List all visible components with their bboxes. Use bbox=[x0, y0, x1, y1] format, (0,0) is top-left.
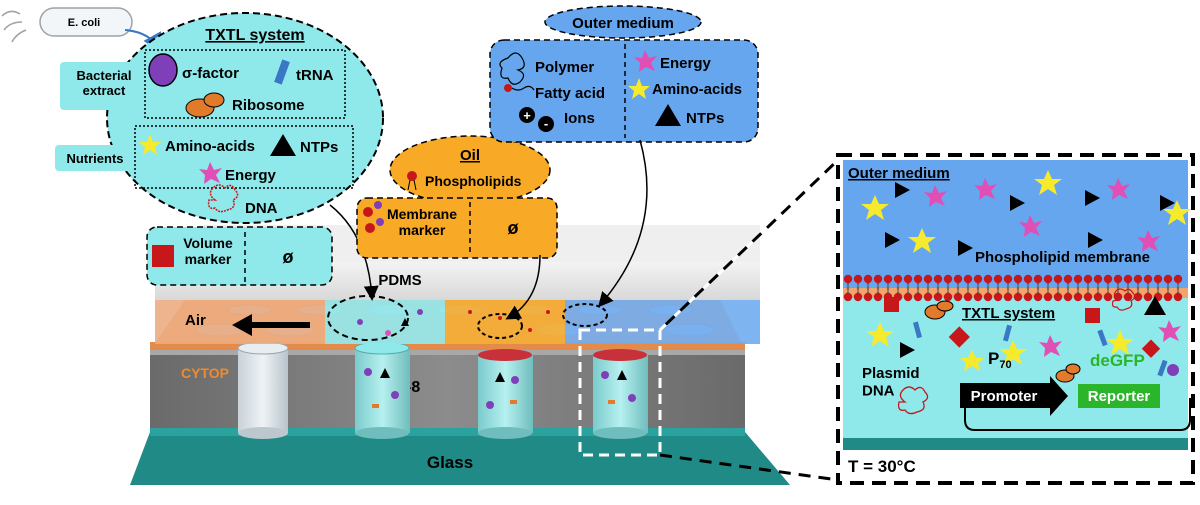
well-cyan-2 bbox=[478, 349, 533, 439]
ntp-triangle-icon bbox=[270, 134, 296, 156]
nutrients-tag: Nutrients bbox=[55, 145, 135, 171]
dna-icon bbox=[207, 184, 239, 213]
zoom-volume-marker-icon bbox=[884, 297, 899, 312]
volume-marker-icon bbox=[152, 245, 174, 267]
zoom-temperature-label: T = 30°C bbox=[848, 457, 916, 476]
nutrients-label: Nutrients bbox=[66, 151, 123, 166]
ions-icon: + - bbox=[519, 107, 554, 132]
zoom-p70-label: P70 bbox=[988, 349, 1012, 371]
air-label: Air bbox=[185, 312, 206, 329]
outer-medium-title-bubble bbox=[544, 5, 702, 39]
svg-text:-: - bbox=[544, 116, 548, 131]
well-cargo bbox=[364, 368, 636, 409]
air-indicator: Air bbox=[185, 312, 310, 336]
zoom-outer-cargo bbox=[861, 170, 1191, 256]
arrow-oil bbox=[505, 254, 541, 320]
txtl-title: TXTL system bbox=[205, 27, 304, 44]
sigma-factor-icon bbox=[148, 53, 178, 87]
zoom-phospholipid-membrane-label: Phospholipid membrane bbox=[975, 249, 1150, 266]
amino-acid-star-icon bbox=[139, 134, 161, 155]
zoom-panel: Outer medium Phospholipid membrane bbox=[836, 153, 1195, 485]
volume-empty-symbol: ø bbox=[283, 247, 294, 267]
outer-energy-label: Energy bbox=[660, 55, 712, 72]
cytop-label: CYTOP bbox=[181, 365, 229, 381]
promoter-label: Promoter bbox=[971, 388, 1038, 405]
fatty-acid-label: Fatty acid bbox=[535, 85, 605, 102]
reporter-label: Reporter bbox=[1088, 388, 1151, 405]
outer-medium-box bbox=[489, 39, 759, 143]
well-cyan-3 bbox=[593, 349, 648, 439]
phospholipids-label: Phospholipids bbox=[425, 173, 522, 189]
outer-amino-acid-icon bbox=[628, 78, 650, 99]
nutrients-box bbox=[134, 125, 354, 189]
outer-medium-title: Outer medium bbox=[572, 15, 674, 32]
pdms-label: PDMS bbox=[378, 272, 421, 289]
reporter-box bbox=[1078, 384, 1160, 408]
zoom-txtl-label: TXTL system bbox=[962, 305, 1055, 322]
zoom-degfp-label: deGFP bbox=[1090, 351, 1145, 370]
zoom-ribosome-2-icon bbox=[1055, 363, 1081, 383]
trna-label: tRNA bbox=[296, 67, 334, 84]
zoom-outer-medium-label: Outer medium bbox=[848, 165, 950, 182]
oil-title: Oil bbox=[460, 147, 480, 164]
ribosome-label: Ribosome bbox=[232, 97, 305, 114]
trna-icon bbox=[274, 59, 290, 85]
fatty-acid-icon bbox=[504, 84, 535, 92]
ecoli-cell: E. coli bbox=[1, 7, 162, 54]
membrane-marker-icon bbox=[363, 201, 384, 233]
ntps-label: NTPs bbox=[300, 139, 338, 156]
sigma-factor-label: σ-factor bbox=[182, 65, 239, 82]
svg-text:+: + bbox=[523, 108, 531, 123]
outer-energy-icon bbox=[634, 50, 657, 72]
amino-acids-label: Amino-acids bbox=[165, 138, 255, 155]
extract-box bbox=[144, 49, 346, 119]
arrow-outer bbox=[598, 139, 648, 308]
outer-ntps-label: NTPs bbox=[686, 110, 724, 127]
oil-empty-symbol: ø bbox=[508, 218, 519, 238]
ecoli-label: E. coli bbox=[68, 17, 100, 29]
volume-marker-box bbox=[146, 226, 333, 286]
dna-label: DNA bbox=[245, 200, 278, 217]
energy-label: Energy bbox=[225, 167, 277, 184]
promoter-arrow bbox=[960, 376, 1068, 416]
zoom-ribosome-icon bbox=[924, 300, 954, 320]
outer-amino-acids-label: Amino-acids bbox=[652, 81, 742, 98]
membrane-marker-box bbox=[356, 197, 558, 259]
well-empty bbox=[237, 341, 289, 439]
callout-txtl bbox=[327, 295, 409, 341]
zoom-dna-icon bbox=[897, 386, 929, 415]
callout-outer bbox=[562, 303, 608, 327]
outer-ntp-icon bbox=[655, 104, 681, 126]
well-cyan-1 bbox=[354, 341, 410, 439]
ribosome-icon bbox=[185, 92, 225, 118]
glass-label: Glass bbox=[427, 453, 473, 472]
phospholipid-icon bbox=[407, 171, 417, 191]
ions-label: Ions bbox=[564, 110, 595, 127]
plasmid-loop bbox=[964, 398, 1191, 431]
zoom-source-box bbox=[578, 328, 662, 457]
polymer-label: Polymer bbox=[535, 59, 594, 76]
callout-oil bbox=[477, 313, 523, 339]
glass-layer: Glass bbox=[130, 424, 790, 485]
zoom-line-bottom bbox=[659, 453, 839, 482]
polymer-icon bbox=[499, 52, 525, 85]
energy-star-icon bbox=[199, 162, 222, 184]
